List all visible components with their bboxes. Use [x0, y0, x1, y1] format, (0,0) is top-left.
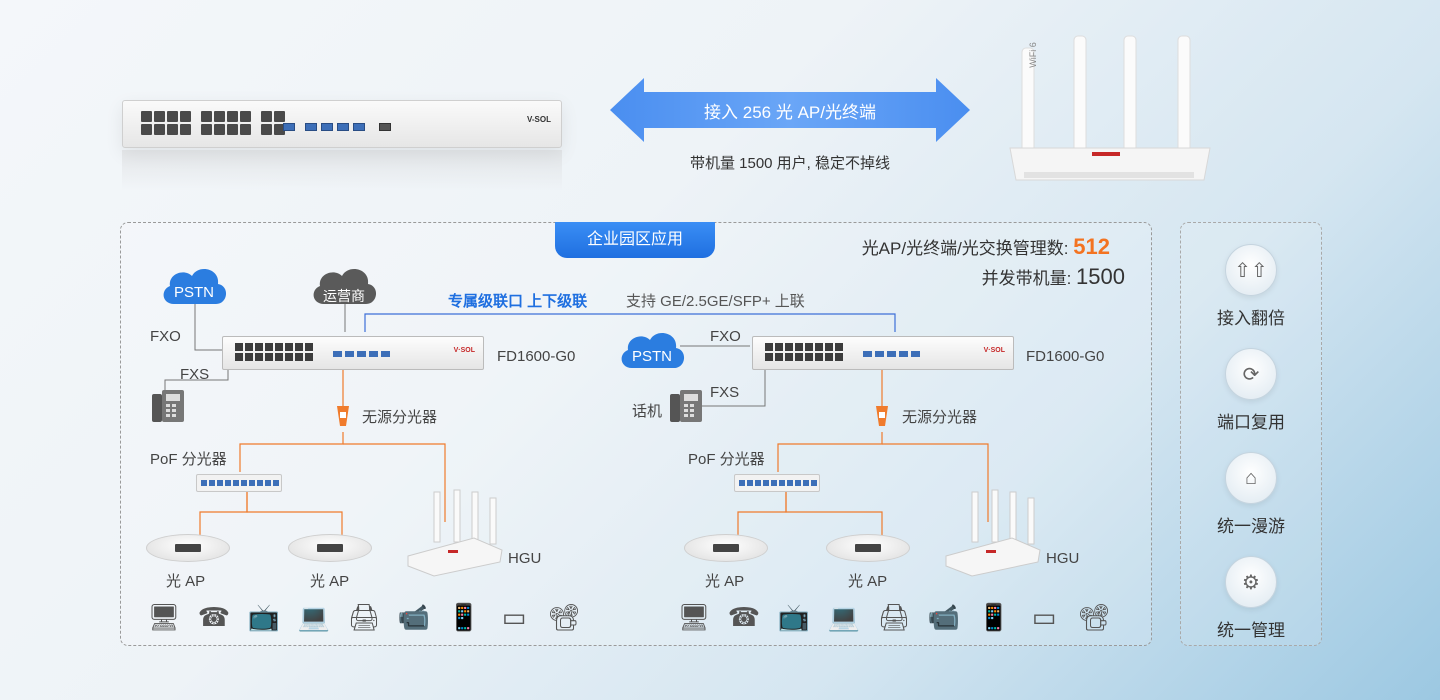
tv-icon: 📺 [247, 601, 281, 632]
switch-right-name: FD1600-G0 [1026, 348, 1105, 365]
ap-right-1-label: 光 AP [705, 573, 745, 590]
ap-left-2-device [288, 534, 372, 562]
stat-managed-value: 512 [1073, 234, 1110, 259]
poe-right-label: PoF 分光器 [688, 451, 765, 468]
ap-right-1-device [684, 534, 768, 562]
uplink-note: 支持 GE/2.5GE/SFP+ 上联 [626, 293, 805, 310]
desk-phone-icon [152, 390, 184, 422]
pstn-right-cloud-icon [621, 333, 685, 368]
pstn-left-label: PSTN [173, 284, 214, 301]
connection-lines [164, 300, 989, 540]
camera-icon: 📹 [927, 601, 961, 632]
feature-access-double: ⇧⇧ 接入翻倍 [1190, 244, 1312, 329]
splitter-left-label: 无源分光器 [362, 409, 438, 426]
splitter-right-label: 无源分光器 [902, 409, 978, 426]
switch-left: V·SOL [222, 336, 484, 370]
port-group-3 [261, 111, 285, 135]
fxo-right-label: FXO [710, 328, 741, 345]
desk-phone-right-icon [670, 390, 702, 422]
ap-left-1-label: 光 AP [166, 573, 206, 590]
fxo-left-label: FXO [150, 328, 181, 345]
carrier-label: 运营商 [323, 288, 365, 304]
stat-managed: 光AP/光终端/光交换管理数: 512 [861, 234, 1110, 259]
olt-brand: V-SOL [526, 115, 551, 124]
camera-icon: 📹 [397, 601, 431, 632]
port-cycle-icon: ⟳ [1225, 348, 1277, 400]
carrier-cloud-icon [313, 269, 377, 304]
poe-right-device [734, 474, 820, 492]
olt-reflection [122, 150, 562, 190]
ap-right-2-device [826, 534, 910, 562]
feature-management: ⚙ 统一管理 [1190, 556, 1312, 641]
pstn-cloud-icon [163, 269, 227, 304]
arrow-label: 接入 256 光 AP/光终端 [704, 103, 876, 122]
terminals-right: 🖥 ☎ 📺 💻 🖨 📹 📱 ▭ 📽 [676, 600, 1112, 634]
double-arrow-icon [610, 78, 970, 142]
phone-right-label: 话机 [632, 403, 663, 420]
poe-left-device [196, 474, 282, 492]
port-group-2 [201, 111, 251, 135]
hgu-left-device [407, 489, 503, 577]
feature-port-reuse: ⟳ 端口复用 [1190, 348, 1312, 433]
arrow-subtitle: 带机量 1500 用户, 稳定不掉线 [689, 155, 891, 172]
printer-icon: 🖨 [347, 601, 381, 632]
hgu-right-device [945, 489, 1041, 577]
mobile-icon: 📱 [447, 601, 481, 632]
mobile-icon: 📱 [977, 601, 1011, 632]
manage-icon: ⚙ [1225, 556, 1277, 608]
hgu-left-label: HGU [508, 550, 542, 567]
printer-icon: 🖨 [877, 601, 911, 632]
stat-concurrent-value: 1500 [1076, 264, 1125, 289]
phone-icon: ☎ [197, 601, 231, 632]
router-roam-icon: ⌂ [1225, 452, 1277, 504]
terminals-left: 🖥 ☎ 📺 💻 🖨 📹 📱 ▭ 📽 [146, 600, 582, 634]
laptop-icon: 💻 [827, 601, 861, 632]
router-image [1009, 35, 1211, 181]
phone-icon: ☎ [727, 601, 761, 632]
port-group-1 [141, 111, 191, 135]
double-arrow-icon: ⇧⇧ [1225, 244, 1277, 296]
switch-left-name: FD1600-G0 [497, 348, 576, 365]
desktop-icon: 🖥 [677, 601, 711, 632]
laptop-icon: 💻 [297, 601, 331, 632]
enterprise-panel [120, 222, 1152, 646]
olt-device: V-SOL [122, 100, 562, 148]
fxs-left-label: FXS [180, 366, 210, 383]
splitter-right-icon [876, 406, 888, 426]
fxs-right-label: FXS [710, 384, 740, 401]
splitter-left-icon [337, 406, 349, 426]
ap-left-1-device [146, 534, 230, 562]
tv-icon: 📺 [777, 601, 811, 632]
desktop-icon: 🖥 [147, 601, 181, 632]
ap-right-2-label: 光 AP [848, 573, 888, 590]
switch-right: V·SOL [752, 336, 1014, 370]
uplink-title: 专属级联口 上下级联 [448, 293, 588, 310]
pstn-right-label: PSTN [631, 348, 672, 365]
ap-left-2-label: 光 AP [310, 573, 350, 590]
tablet-icon: ▭ [1031, 601, 1057, 632]
projector-icon: 📽 [1077, 601, 1111, 632]
stat-concurrent: 并发带机量: 1500 [981, 264, 1125, 289]
feature-roaming: ⌂ 统一漫游 [1190, 452, 1312, 537]
poe-left-label: PoF 分光器 [150, 451, 227, 468]
hgu-right-label: HGU [1046, 550, 1080, 567]
enterprise-tab: 企业园区应用 [555, 222, 715, 258]
router-badge: WiFi 6 [1027, 42, 1038, 68]
projector-icon: 📽 [547, 601, 581, 632]
tablet-icon: ▭ [501, 601, 527, 632]
